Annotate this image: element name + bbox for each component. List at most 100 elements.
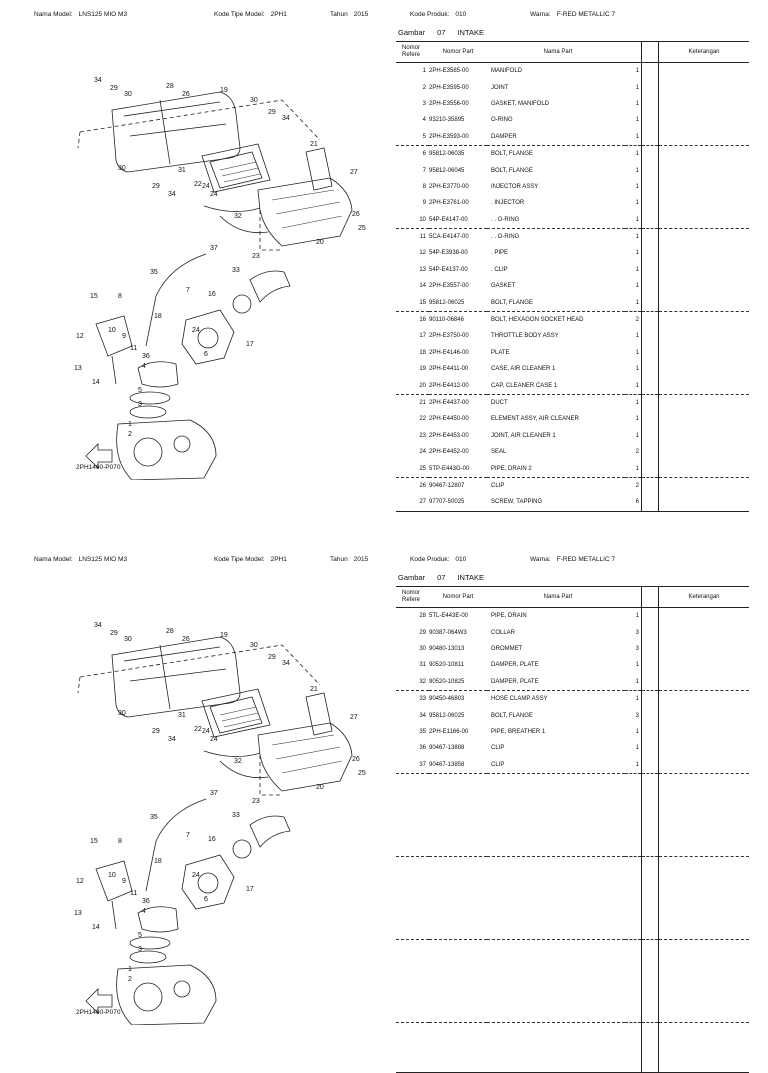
cell-spacer (641, 311, 659, 329)
cell-remarks (659, 790, 750, 806)
cell-remarks (659, 906, 750, 922)
callout-number: 10 (108, 327, 116, 334)
cell-ref-number: 22 (419, 416, 426, 423)
cell-part-number: 5TL-E443E-00 (429, 613, 469, 620)
cell-part-name (487, 906, 625, 922)
figure-code: 2PH1460-P070 (76, 1009, 121, 1016)
cell-part-name: SEAL (491, 449, 507, 456)
cell-ref-number (396, 989, 429, 1005)
cell-part-number (429, 973, 487, 989)
cell-part-number: 5TP-E443G-00 (429, 460, 487, 478)
gasket-shape (129, 391, 171, 405)
cell-quantity: 1 (625, 62, 642, 80)
cell-spacer (641, 790, 659, 807)
cell-part-number: 54P-E4147-00 (429, 211, 487, 229)
cell-spacer (641, 443, 659, 461)
model-name: Nama Model:LNS125 MIO M3 (34, 556, 128, 563)
callout-number: 34 (282, 660, 290, 667)
cell-quantity (625, 773, 642, 791)
cell-part-name (487, 823, 625, 839)
callout-number: 26 (182, 91, 190, 98)
cell-spacer (641, 245, 659, 262)
cell-part-number: 90520-10825 (429, 673, 487, 691)
cell-spacer (641, 607, 659, 625)
cell-quantity (625, 939, 642, 957)
table-row (396, 988, 749, 1006)
callout-number: 20 (316, 784, 324, 791)
callout-number: 32 (234, 213, 242, 220)
cell-quantity: 1 (625, 427, 642, 444)
cell-spacer (641, 1022, 659, 1040)
header-spacer (641, 586, 659, 608)
cell-spacer (641, 856, 659, 874)
callout-number: 16 (208, 291, 216, 298)
cell-remarks (658, 922, 749, 940)
cell-quantity: 2 (625, 443, 642, 461)
air-cleaner-element-shape (201, 688, 271, 738)
cell-spacer (641, 624, 659, 641)
table-row (396, 839, 749, 857)
cell-remarks (659, 624, 750, 640)
cell-spacer (641, 145, 659, 163)
cell-ref-number: 6 (422, 151, 426, 158)
table-row (396, 1005, 749, 1023)
cell-spacer (641, 477, 659, 495)
cell-part-name: MANIFOLD (491, 68, 523, 75)
cell-spacer (641, 823, 659, 840)
callout-number: 8 (118, 838, 122, 845)
cylinder-head-detail (173, 435, 191, 453)
cell-part-name (487, 956, 625, 972)
catalog-page-1: Nama Model:LNS125 MIO M3 Kode Tipe Model… (0, 0, 768, 512)
cell-part-number (429, 873, 487, 889)
cell-quantity: 1 (625, 673, 642, 691)
cell-remarks (659, 890, 750, 906)
table-row (396, 873, 749, 890)
injector-shape (95, 860, 133, 930)
cell-part-name (487, 1022, 625, 1039)
manifold-shape (137, 906, 179, 933)
cell-spacer (641, 1055, 659, 1073)
cell-ref-number: 12 (419, 250, 426, 257)
table-row (396, 773, 749, 791)
air-cleaner-case-detail (123, 99, 227, 165)
cell-quantity (625, 873, 642, 890)
cell-part-number: 97707-50025 (429, 494, 487, 512)
callout-number: 34 (168, 736, 176, 743)
cell-remarks (658, 494, 749, 512)
callout-number: 22 (194, 181, 202, 188)
cell-part-number: 54P-E4137-00 (429, 266, 468, 273)
cell-part-number: 54P-E3938-00 (429, 250, 468, 257)
cell-quantity: 1 (625, 756, 642, 774)
cell-ref-number: 27 (396, 494, 429, 512)
cell-remarks (659, 1022, 750, 1039)
cell-ref-number: 29 (419, 629, 426, 636)
cell-remarks (659, 657, 750, 673)
cell-part-name: SCREW, TAPPING (487, 494, 625, 512)
cell-remarks (659, 79, 750, 95)
cell-ref-number: 17 (419, 333, 426, 340)
cell-part-name: BOLT, FLANGE (491, 167, 533, 174)
cell-ref-number (396, 1039, 429, 1055)
cell-remarks (659, 690, 750, 707)
cell-part-name: CASE, AIR CLEANER 1 (491, 366, 556, 373)
cell-spacer (641, 1039, 659, 1056)
cell-remarks (658, 460, 749, 478)
cell-spacer (641, 261, 659, 279)
cell-ref-number: 36 (419, 745, 426, 752)
cell-ref-number: 9 (422, 200, 426, 207)
callout-number: 18 (154, 313, 162, 320)
cell-ref-number (396, 1005, 429, 1023)
header-ref: Nomor Refere (396, 586, 429, 608)
cell-part-name: . . O-RING (487, 211, 625, 229)
callout-number: 18 (154, 858, 162, 865)
cell-spacer (641, 839, 659, 857)
callout-number: 26 (352, 756, 360, 763)
